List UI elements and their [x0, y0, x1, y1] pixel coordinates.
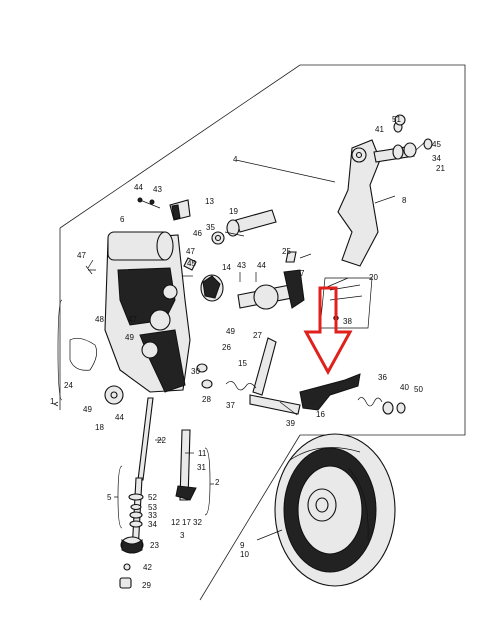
label-23: 23 — [150, 541, 159, 550]
label-2: 2 — [215, 478, 220, 487]
label-8: 8 — [402, 196, 407, 205]
label-30: 30 — [191, 367, 200, 376]
lever-15 — [225, 337, 301, 415]
label-18: 18 — [95, 423, 104, 432]
label-5: 5 — [107, 493, 112, 502]
label-45-left: 45 — [187, 259, 196, 268]
label-44-mid: 44 — [257, 261, 266, 270]
label-28: 28 — [202, 395, 211, 404]
label-45-right: 45 — [432, 140, 441, 149]
label-17: 17 — [182, 518, 191, 527]
label-29: 29 — [142, 581, 151, 590]
label-19: 19 — [229, 207, 238, 216]
rotary-hook-9-10 — [274, 433, 396, 587]
label-25: 25 — [282, 247, 291, 256]
label-20: 20 — [369, 273, 378, 282]
label-41: 41 — [375, 125, 384, 134]
diagram-frame — [59, 64, 466, 601]
lever-8 — [337, 139, 381, 267]
label-32: 32 — [193, 518, 202, 527]
label-47-inner: 47 — [128, 315, 137, 324]
spiral-gear-23 — [120, 536, 144, 554]
label-43-top: 43 — [153, 185, 162, 194]
screw-42-nut-29 — [119, 563, 132, 589]
label-31: 31 — [197, 463, 206, 472]
label-4: 4 — [233, 155, 238, 164]
label-21: 21 — [436, 164, 445, 173]
label-7: 7 — [300, 269, 305, 278]
label-47-right: 47 — [186, 247, 195, 256]
label-49-left: 49 — [83, 405, 92, 414]
label-46: 46 — [193, 229, 202, 238]
dog-part-16 — [299, 373, 361, 411]
label-49-mid: 49 — [226, 327, 235, 336]
label-1: 1 — [50, 397, 55, 406]
label-13: 13 — [205, 197, 214, 206]
shaft-27 — [237, 251, 305, 310]
shaft-21 — [373, 114, 433, 163]
washers-stack — [128, 493, 144, 528]
label-48: 48 — [95, 315, 104, 324]
label-49-inner: 49 — [125, 333, 134, 342]
washers-28-30 — [196, 363, 213, 389]
label-35: 35 — [206, 223, 215, 232]
label-33: 33 — [148, 511, 157, 520]
spring-36-washer-40 — [357, 397, 406, 415]
label-44-top: 44 — [134, 183, 143, 192]
label-47-left: 47 — [77, 251, 86, 260]
label-50: 50 — [414, 385, 423, 394]
label-40: 40 — [400, 383, 409, 392]
label-53: 53 — [148, 503, 157, 512]
bracket-group-5 — [114, 465, 123, 529]
label-39: 39 — [286, 419, 295, 428]
label-42: 42 — [143, 563, 152, 572]
shaft-19 — [211, 209, 277, 245]
label-10: 10 — [240, 550, 249, 559]
label-37: 37 — [226, 401, 235, 410]
label-3: 3 — [180, 531, 185, 540]
part-13 — [137, 197, 191, 221]
label-22: 22 — [157, 436, 166, 445]
label-11: 11 — [198, 449, 207, 458]
label-38: 38 — [343, 317, 352, 326]
label-24: 24 — [64, 381, 73, 390]
label-26: 26 — [222, 343, 231, 352]
part-labels: 44 43 13 4 19 35 46 6 47 47 45 14 43 44 … — [50, 115, 445, 590]
label-12: 12 — [171, 518, 180, 527]
label-44-low: 44 — [115, 413, 124, 422]
label-34-right: 34 — [432, 154, 441, 163]
label-14: 14 — [222, 263, 231, 272]
label-51: 51 — [392, 115, 401, 124]
leader-lines — [87, 141, 426, 541]
housing-part-6 — [104, 231, 191, 393]
label-36: 36 — [378, 373, 387, 382]
label-43-mid: 43 — [237, 261, 246, 270]
label-52: 52 — [148, 493, 157, 502]
label-34-low: 34 — [148, 520, 157, 529]
label-15: 15 — [238, 359, 247, 368]
label-27: 27 — [253, 331, 262, 340]
shafts-22-11 — [131, 397, 197, 553]
small-parts-left — [69, 257, 197, 405]
label-16: 16 — [316, 410, 325, 419]
callout-red-arrow — [303, 286, 353, 376]
bracket-group-2 — [204, 447, 214, 516]
bracket-group-1 — [53, 299, 63, 407]
label-6: 6 — [120, 215, 125, 224]
label-9: 9 — [240, 541, 245, 550]
eccentric-14 — [200, 272, 257, 302]
